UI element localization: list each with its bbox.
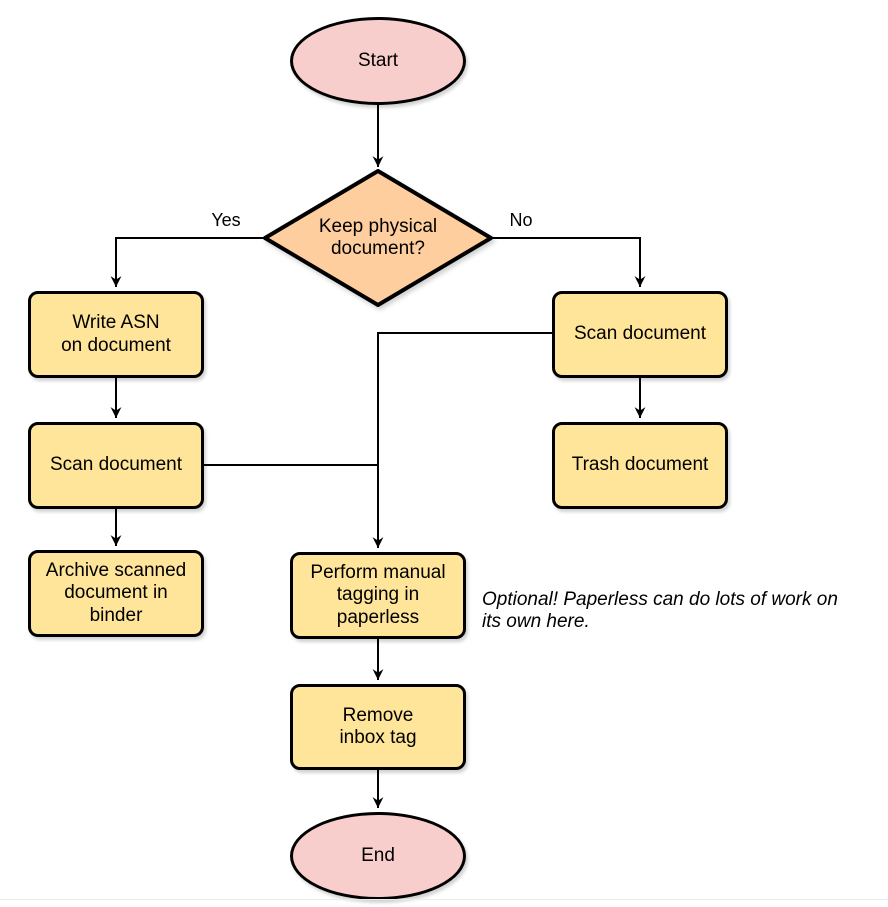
process-scan-document-right: Scan document	[552, 291, 728, 378]
process-archive-binder: Archive scanned document in binder	[28, 550, 204, 637]
decision-node: Keep physical document?	[265, 171, 491, 305]
process-manual-tagging: Perform manual tagging in paperless	[290, 552, 466, 639]
decision-diamond-shape	[263, 169, 493, 307]
connector-scan-right-tagging	[372, 332, 552, 548]
process-archive-binder-label: Archive scanned document in binder	[45, 559, 187, 626]
process-scan-document-left: Scan document	[28, 422, 204, 509]
start-node-label: Start	[357, 49, 399, 71]
process-write-asn-label: Write ASN on document	[61, 312, 171, 356]
start-node: Start	[290, 17, 466, 105]
end-node: End	[290, 812, 466, 900]
process-remove-inbox-tag: Remove inbox tag	[290, 684, 466, 770]
process-scan-document-right-label: Scan document	[573, 323, 707, 345]
process-write-asn: Write ASN on document	[28, 291, 204, 378]
process-scan-document-left-label: Scan document	[49, 454, 183, 476]
edge-label-yes: Yes	[211, 210, 241, 230]
process-trash-document-label: Trash document	[571, 454, 709, 476]
end-node-label: End	[361, 844, 395, 866]
connector-decision-scan-right	[491, 237, 646, 287]
edge-label-no: No	[509, 210, 533, 230]
process-manual-tagging-label: Perform manual tagging in paperless	[310, 561, 446, 628]
decision-node-label: Keep physical document?	[318, 215, 438, 259]
connector-decision-write-asn	[110, 237, 265, 287]
process-remove-inbox-tag-label: Remove inbox tag	[339, 704, 417, 748]
page-bottom-divider	[0, 899, 888, 900]
process-trash-document: Trash document	[552, 422, 728, 509]
optional-note: Optional! Paperless can do lots of work …	[482, 589, 838, 632]
